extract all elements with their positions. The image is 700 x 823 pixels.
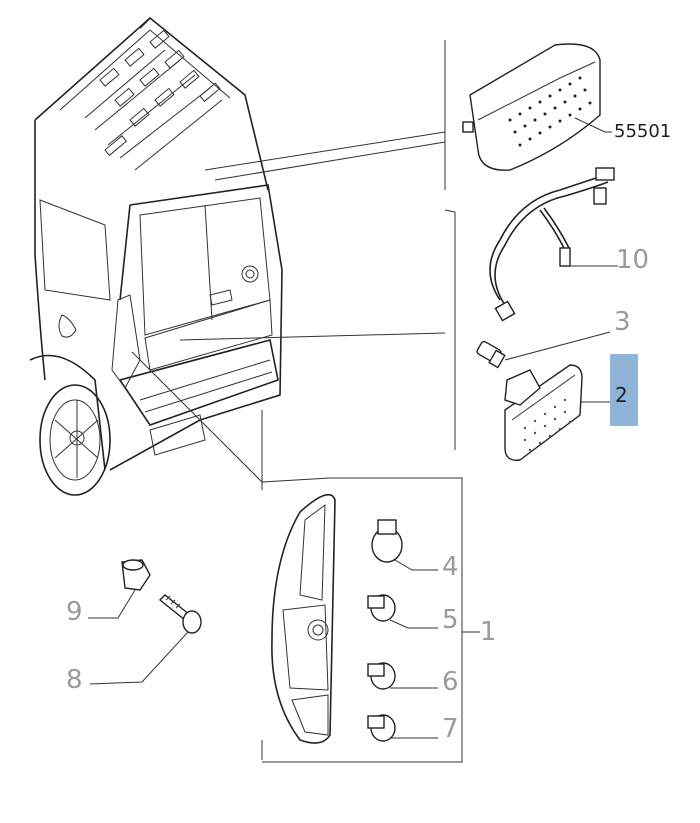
- van-rear-illustration: [29, 16, 283, 496]
- part-2-number-plate-light[interactable]: [504, 364, 583, 461]
- callout-6: 6: [442, 667, 459, 697]
- part-5-bulb[interactable]: [367, 594, 396, 622]
- callout-7: 7: [442, 714, 459, 744]
- part-55501-stop-light[interactable]: [462, 43, 601, 171]
- callout-1: 1: [480, 617, 497, 647]
- part-6-bulb[interactable]: [367, 662, 396, 690]
- part-8-screw[interactable]: [158, 594, 202, 634]
- part-3-bulb[interactable]: [476, 340, 506, 369]
- leader-lines: [131, 40, 456, 760]
- callout-2-highlight: [610, 354, 638, 426]
- callout-10: 10: [616, 245, 649, 275]
- callout-2: 2: [615, 383, 628, 407]
- callout-55501: 55501: [614, 121, 671, 142]
- part-7-bulb[interactable]: [367, 714, 396, 742]
- callout-8: 8: [66, 665, 83, 695]
- callout-4: 4: [442, 552, 459, 582]
- part-10-wiring-harness[interactable]: [489, 167, 615, 322]
- part-1-tail-light[interactable]: [271, 493, 336, 744]
- callout-5: 5: [442, 605, 459, 635]
- callout-9: 9: [66, 597, 83, 627]
- part-9-clip[interactable]: [121, 559, 151, 591]
- part-4-bulb[interactable]: [371, 519, 403, 563]
- callout-3: 3: [614, 307, 631, 337]
